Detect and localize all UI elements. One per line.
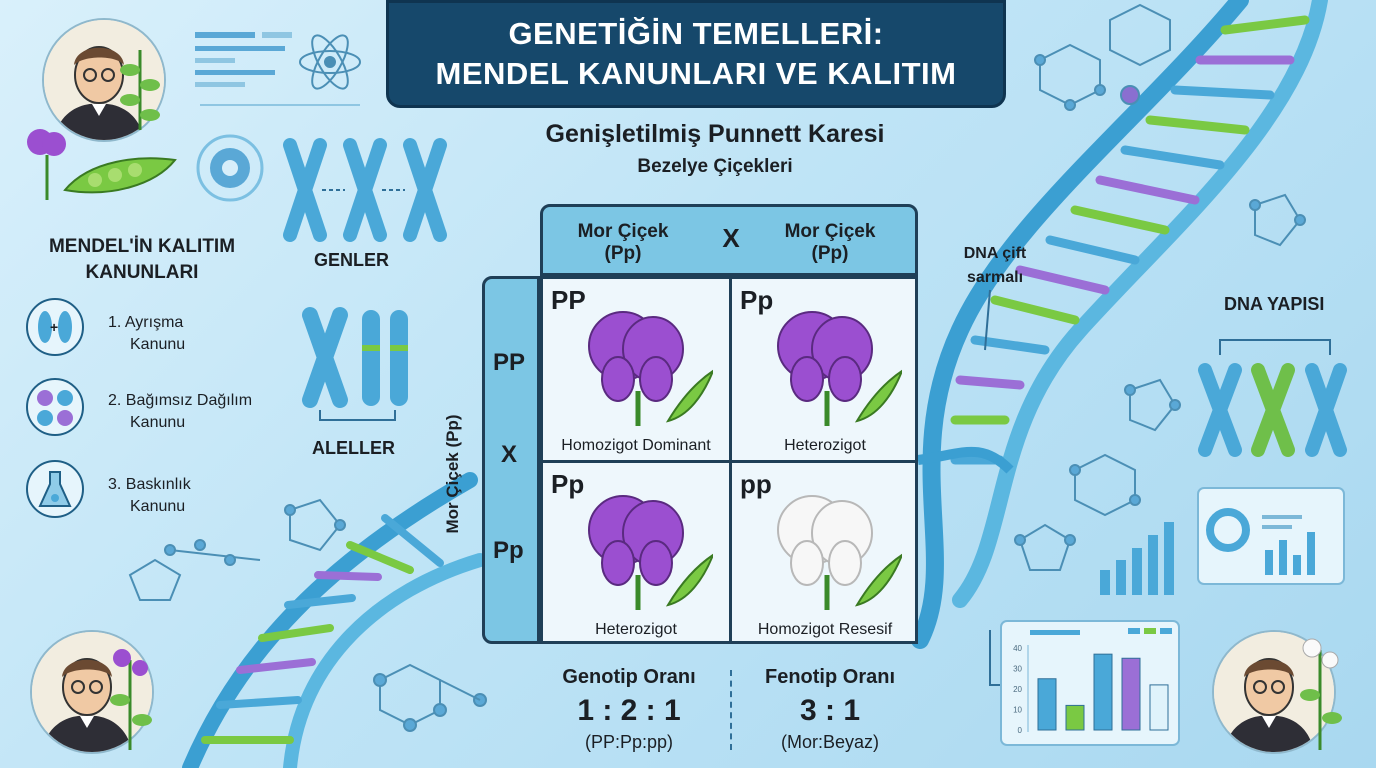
chart-bar [1037,678,1057,731]
phenotype-ratio-title: Fenotip Oranı [765,666,895,688]
law-3-line-2: Kanunu [130,498,186,515]
cell-label: Homozigot Dominant [561,437,711,454]
punnett-subtitle: Bezelye Çiçekleri [637,156,793,177]
dna-helix-left [182,472,487,768]
eye-scan-icon [196,134,264,202]
title-banner: GENETİĞİN TEMELLERİ: MENDEL KANUNLARI VE… [386,0,1006,108]
dashboard-card [1197,487,1345,585]
segregation-icon: + [26,298,84,356]
chart-tick-label: 0 [1018,726,1023,735]
purple-flower-icon [588,311,713,426]
parent-top-left: Mor Çiçek (Pp) [577,221,669,264]
purple-plant-icon [110,649,152,750]
purple-flower-small-icon [27,129,66,200]
phenotype-ratio-note: (Mor:Beyaz) [780,732,879,752]
dna-helix-right [911,0,1328,649]
chart-bar [1121,657,1141,731]
chart-bar [1093,653,1113,731]
chart-tick-label: 40 [1013,644,1022,653]
chart-tick-label: 20 [1013,685,1022,694]
chart-legend-swatch [1128,628,1140,634]
law-3-text: 3. Baskınlık Kanunu [108,474,191,518]
law-3-line-1: 3. Baskınlık [108,476,191,493]
text-lines-decoration [195,32,360,106]
purple-flower-icon [777,311,902,426]
purple-flower-icon [588,495,713,610]
chart-tick-label: 10 [1013,706,1022,715]
cell-label: Heterozigot [595,621,677,638]
alleles-label: ALELLER [312,438,395,458]
title-line-1: GENETİĞİN TEMELLERİ: [508,16,884,51]
cell-label: Homozigot Resesif [757,621,893,638]
law-2-line-1: 2. Bağımsız Dağılım [108,392,253,409]
chart-legend-swatch [1160,628,1172,634]
punnett-title: Genişletilmiş Punnett Karesi [545,120,885,148]
parent-top-right: Mor Çiçek (Pp) [784,221,876,264]
laws-heading-line-1: MENDEL'İN KALITIM [48,236,236,257]
mini-bar-chart: 40 30 20 10 0 [1000,620,1180,746]
flask-icon [26,460,84,518]
plant-icon [120,50,160,130]
atom-icon [299,34,361,90]
chart-legend-swatch [1144,628,1156,634]
punnett-cell-3: Pp Heterozigot [543,463,729,645]
side-parent-label: Mor Çiçek (Pp) [443,414,462,534]
law-2-line-2: Kanunu [130,414,186,431]
punnett-grid: PP Homozigot Dominant Pp Heterozigot Pp [540,276,918,644]
chromosomes-dna-structure [1198,339,1347,457]
law-1-line-2: Kanunu [130,336,186,353]
dna-double-line-1: DNA çift [963,245,1027,262]
punnett-left-header: PP X Pp [482,276,540,644]
bar-chart-decoration [1100,522,1174,595]
row-label-1: PP [493,349,526,376]
laws-heading: MENDEL'İN KALITIM KANUNLARI [22,234,262,286]
law-1-line-1: 1. Ayrışma [108,314,184,331]
ratio-divider [730,670,732,750]
chart-legend-line [1030,630,1080,635]
punnett-cell-2: Pp Heterozigot [732,279,918,461]
title-line-2: MENDEL KANUNLARI VE KALITIM [435,56,957,91]
law-2-text: 2. Bağımsız Dağılım Kanunu [108,390,252,434]
law-1-text: 1. Ayrışma Kanunu [108,312,185,356]
cell-genotype: pp [740,469,772,499]
row-label-2: Pp [493,537,524,564]
cross-symbol-side: X [501,441,518,468]
cell-genotype: Pp [740,285,774,315]
independent-assortment-icon [26,378,84,436]
phenotype-ratio-value: 3 : 1 [799,694,861,727]
connector-helix [917,446,1014,474]
molecule-decoration [128,3,1306,732]
cross-symbol-top: X [722,223,740,253]
dna-pointer-line [984,289,991,351]
dna-double-line-2: sarmalı [966,269,1024,286]
genotype-ratio-title: Genotip Oranı [562,666,696,688]
svg-text:+: + [50,319,58,335]
chart-bar [1065,704,1085,731]
dna-structure-label: DNA YAPISI [1224,294,1325,314]
chromosomes-genes [283,138,447,242]
genotype-ratio-note: (PP:Pp:pp) [584,732,674,752]
cell-genotype: PP [551,285,586,315]
pea-pod-icon [63,157,177,194]
genotype-ratio-value: 1 : 2 : 1 [577,694,681,727]
cell-label: Heterozigot [784,437,866,454]
mendel-portrait-bottom-left [30,630,154,754]
punnett-cell-4: pp Homozigot Resesif [732,463,918,645]
white-plant-icon [1300,638,1342,750]
dna-double-helix-label: DNA çift sarmalı [950,242,1040,290]
white-flower-icon [777,495,902,610]
cell-genotype: Pp [551,469,585,499]
laws-heading-line-2: KANUNLARI [85,262,199,283]
punnett-cell-1: PP Homozigot Dominant [543,279,729,461]
chromosomes-alleles [302,307,408,421]
chart-bar [1149,684,1169,731]
chart-pointer-line [989,630,1000,686]
genes-label: GENLER [314,250,390,270]
punnett-top-header: Mor Çiçek (Pp) X Mor Çiçek (Pp) [540,204,918,276]
chart-tick-label: 30 [1013,665,1022,674]
